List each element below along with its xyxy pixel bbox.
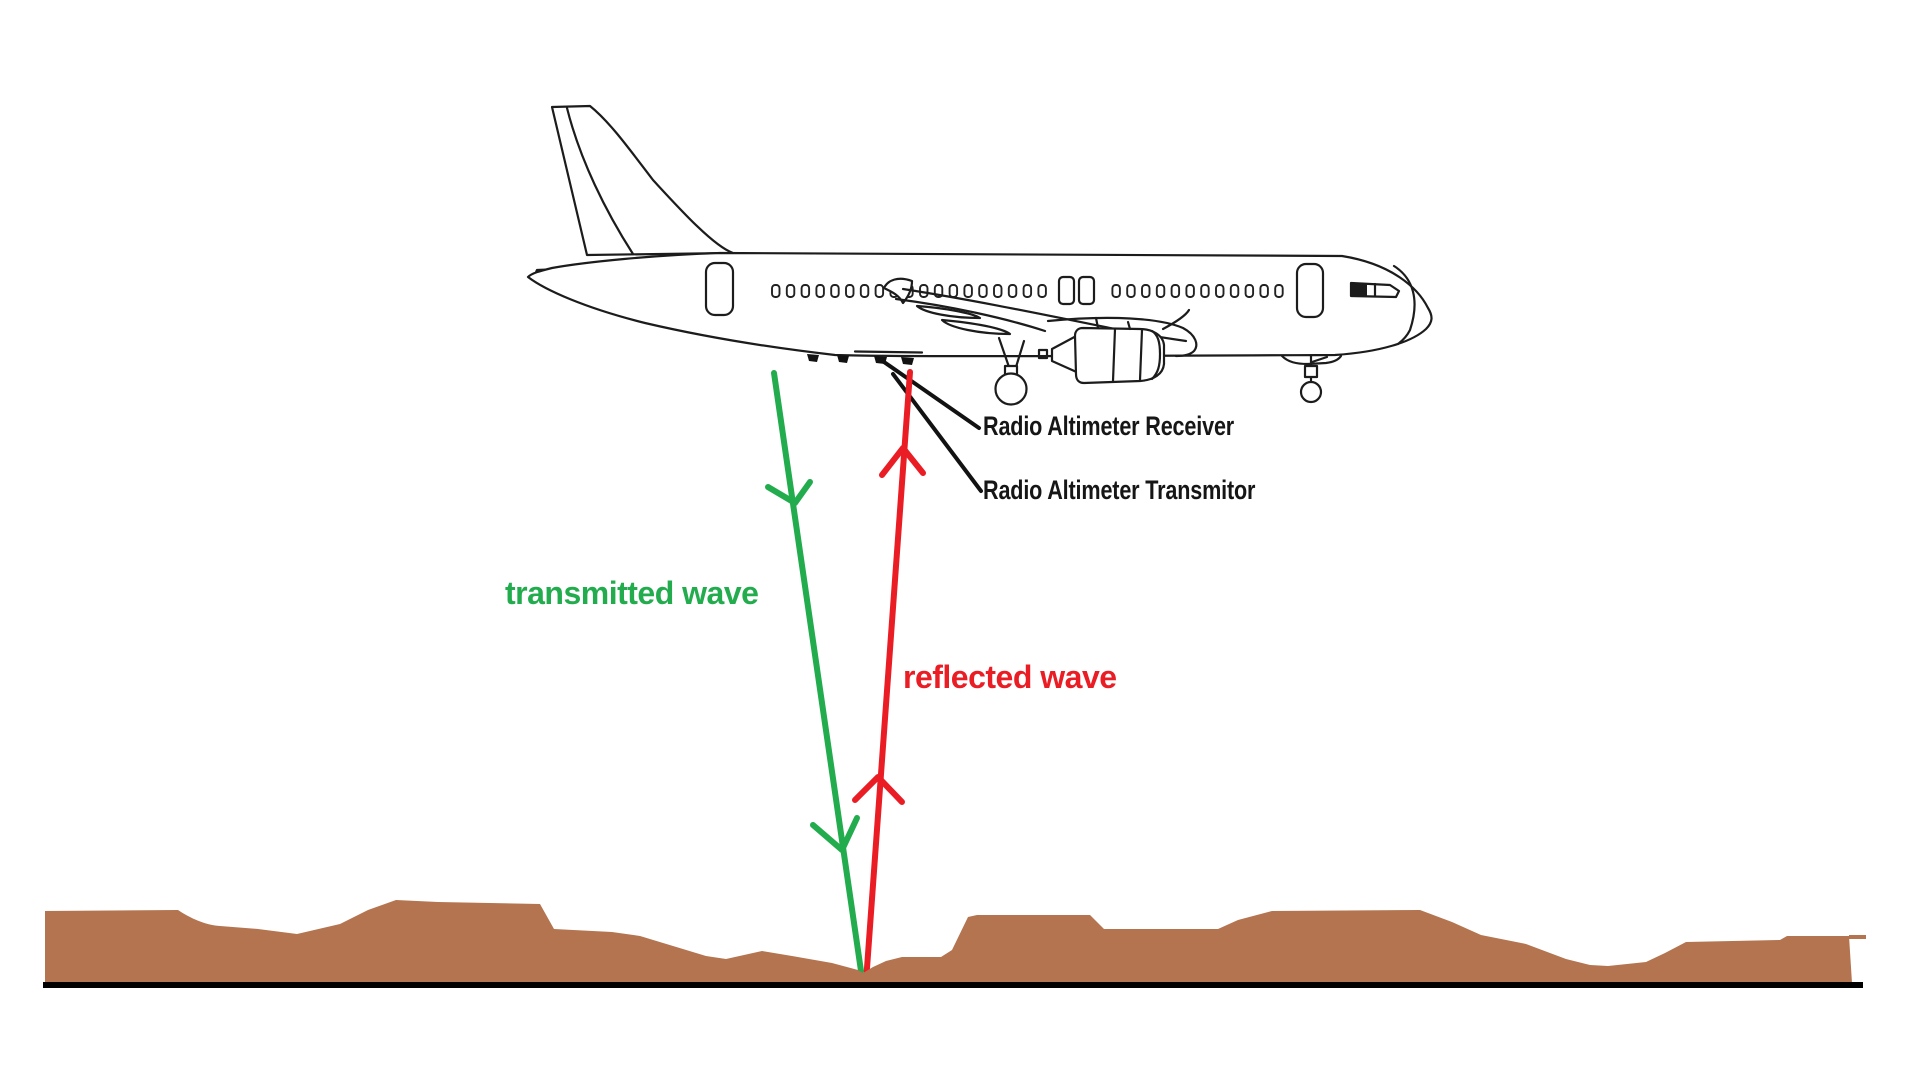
cabin-window bbox=[771, 284, 781, 298]
ground-baseline bbox=[43, 982, 1863, 988]
cabin-window bbox=[874, 284, 885, 298]
cockpit-pane-dark bbox=[1351, 283, 1367, 296]
nose-landing-gear bbox=[1299, 354, 1329, 404]
transmitted-wave-shaft bbox=[771, 370, 864, 974]
rudder-line bbox=[565, 106, 635, 256]
transmitted-wave-label: transmitted wave bbox=[505, 575, 759, 611]
cabin-window bbox=[830, 284, 840, 298]
engine bbox=[1037, 316, 1166, 385]
cabin-window bbox=[1141, 284, 1151, 298]
engine-intake-lip bbox=[1150, 329, 1162, 381]
terrain-profile bbox=[45, 900, 1852, 983]
wing-flap-1 bbox=[915, 304, 982, 320]
leader-lines bbox=[882, 360, 983, 493]
terrain-edge-tick bbox=[1849, 935, 1866, 939]
cabin-window bbox=[785, 284, 796, 298]
cabin-window bbox=[800, 284, 811, 298]
receiver-callout-label: Radio Altimeter Receiver bbox=[983, 411, 1235, 441]
cabin-window bbox=[933, 284, 944, 298]
main-gear-wheel bbox=[994, 372, 1028, 406]
cabin-window bbox=[1259, 284, 1269, 298]
engine-nacelle bbox=[1073, 326, 1166, 385]
fairing-upper-arc bbox=[1161, 308, 1191, 331]
radome-seam bbox=[1392, 264, 1416, 346]
leader-receiver bbox=[882, 360, 981, 430]
nose-gear-axle bbox=[1303, 364, 1319, 379]
overwing-exit-2 bbox=[1077, 275, 1096, 306]
engine-seam-2 bbox=[1138, 328, 1144, 382]
antenna-4 bbox=[901, 357, 914, 365]
engine-seam-1 bbox=[1111, 327, 1117, 383]
far-wingtip bbox=[882, 277, 914, 305]
main-gear-strut-right bbox=[1014, 339, 1026, 369]
overwing-exit-1 bbox=[1057, 275, 1076, 306]
belly-line bbox=[853, 350, 924, 354]
nose-gear-wheel bbox=[1299, 380, 1323, 404]
engine-pylon-1 bbox=[1094, 316, 1100, 330]
cabin-window bbox=[1111, 284, 1121, 298]
cabin-window bbox=[1215, 284, 1225, 298]
airplane-drawing bbox=[526, 104, 1433, 406]
cabin-window bbox=[978, 284, 988, 298]
wing-flap-2 bbox=[940, 318, 1012, 336]
engine-pylon-2 bbox=[1126, 320, 1132, 331]
cabin-window bbox=[1185, 284, 1195, 298]
gear-bay-line bbox=[1280, 354, 1343, 366]
cabin-window bbox=[1244, 284, 1255, 298]
transmitter-callout-label: Radio Altimeter Transmitor bbox=[983, 475, 1256, 505]
reflected-wave-arrowhead-lower bbox=[852, 774, 905, 805]
cabin-window bbox=[1229, 284, 1240, 298]
cabin-window bbox=[1155, 284, 1166, 298]
cabin-window bbox=[1022, 284, 1033, 298]
wing-inner-edge bbox=[894, 297, 1047, 333]
nose-gear-brace bbox=[1310, 355, 1329, 364]
cabin-window bbox=[859, 284, 870, 298]
engine-cone-tip bbox=[1037, 348, 1049, 360]
tail-fin bbox=[550, 104, 735, 257]
door-aft bbox=[704, 261, 735, 317]
cabin-window bbox=[1200, 284, 1210, 298]
door-forward bbox=[1295, 262, 1325, 319]
cabin-window bbox=[963, 284, 973, 298]
main-landing-gear bbox=[994, 336, 1028, 406]
reflected-wave-shaft bbox=[863, 369, 913, 985]
cabin-window bbox=[1274, 284, 1284, 298]
antenna-2 bbox=[837, 355, 849, 363]
reflected-wave-arrowhead-upper bbox=[879, 445, 926, 478]
transmitted-wave-arrowhead-lower bbox=[810, 815, 860, 853]
wing-root-fairing bbox=[1046, 316, 1198, 358]
transmitted-wave-arrow bbox=[765, 370, 864, 974]
main-gear-strut-left bbox=[997, 336, 1011, 369]
transmitted-wave-arrowhead-upper bbox=[765, 479, 813, 506]
reflected-wave-arrow bbox=[852, 369, 926, 985]
cabin-window bbox=[1007, 284, 1018, 298]
fuselage bbox=[526, 251, 1433, 358]
cabin-window bbox=[845, 284, 855, 298]
antenna-1 bbox=[807, 354, 819, 362]
reflected-wave-label: reflected wave bbox=[903, 659, 1117, 695]
cabin-window bbox=[993, 284, 1003, 298]
window-row bbox=[771, 284, 1284, 298]
terrain bbox=[45, 900, 1866, 983]
cabin-window bbox=[1037, 284, 1047, 298]
cabin-window bbox=[815, 284, 825, 298]
cabin-window bbox=[1126, 284, 1136, 298]
cabin-window bbox=[1170, 284, 1181, 298]
